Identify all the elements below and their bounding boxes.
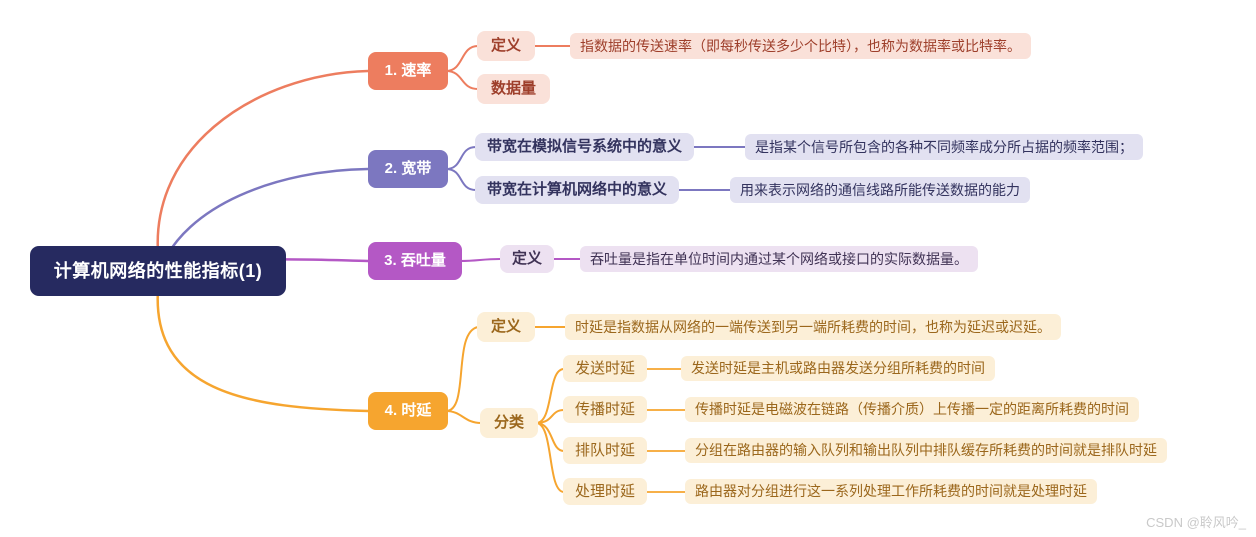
bandwidth-network-desc[interactable]: 用来表示网络的通信线路所能传送数据的能力 [730, 177, 1030, 203]
queue-delay-desc[interactable]: 分组在路由器的输入队列和输出队列中排队缓存所耗费的时间就是排队时延 [685, 438, 1167, 463]
send-delay-label[interactable]: 发送时延 [563, 355, 648, 382]
edge-category-to-queue [535, 422, 565, 452]
processing-delay-label[interactable]: 处理时延 [563, 478, 648, 505]
delay-definition-label[interactable]: 定义 [477, 312, 536, 342]
queue-delay-label[interactable]: 排队时延 [563, 437, 648, 464]
rate-dataamount-label[interactable]: 数据量 [477, 74, 551, 104]
edge-root-to-branch-4 [156, 270, 370, 413]
edge-category-to-send [535, 368, 565, 424]
edge-branch3-to-def [459, 258, 501, 262]
processing-delay-desc[interactable]: 路由器对分组进行这一系列处理工作所耗费的时间就是处理时延 [685, 479, 1097, 504]
bandwidth-analog-desc[interactable]: 是指某个信号所包含的各种不同频率成分所占据的频率范围； [745, 134, 1143, 160]
edge-branch2-to-analog [445, 146, 477, 170]
send-delay-desc[interactable]: 发送时延是主机或路由器发送分组所耗费的时间 [681, 356, 995, 381]
bandwidth-analog-label[interactable]: 带宽在模拟信号系统中的意义 [475, 133, 695, 161]
branch-node-delay[interactable]: 4. 时延 [368, 392, 448, 430]
throughput-definition-label[interactable]: 定义 [500, 245, 555, 273]
branch-node-bandwidth[interactable]: 2. 宽带 [368, 150, 448, 188]
bandwidth-network-label[interactable]: 带宽在计算机网络中的意义 [475, 176, 680, 204]
propagation-delay-desc[interactable]: 传播时延是电磁波在链路（传播介质）上传播一定的距离所耗费的时间 [685, 397, 1139, 422]
edge-root-to-branch-1 [156, 69, 370, 272]
root-node[interactable]: 计算机网络的性能指标(1) [30, 246, 286, 296]
delay-definition-desc[interactable]: 时延是指数据从网络的一端传送到另一端所耗费的时间，也称为延迟或迟延。 [565, 314, 1061, 340]
delay-category-label[interactable]: 分类 [480, 408, 539, 438]
propagation-delay-label[interactable]: 传播时延 [563, 396, 648, 423]
rate-definition-desc[interactable]: 指数据的传送速率（即每秒传送多少个比特），也称为数据率或比特率。 [570, 33, 1031, 59]
edge-branch4-to-def [445, 326, 479, 412]
edge-category-to-processing [535, 422, 565, 493]
csdn-watermark: CSDN @聆风吟_ [1146, 515, 1246, 530]
edge-branch2-to-network [445, 168, 477, 191]
throughput-definition-desc[interactable]: 吞吐量是指在单位时间内通过某个网络或接口的实际数据量。 [580, 246, 978, 272]
branch-node-rate[interactable]: 1. 速率 [368, 52, 448, 90]
edge-branch4-to-category [445, 410, 482, 424]
edge-branch1-to-dataamount [445, 70, 479, 90]
branch-node-throughput[interactable]: 3. 吞吐量 [368, 242, 462, 280]
rate-definition-label[interactable]: 定义 [477, 31, 536, 61]
edge-branch1-to-def [445, 45, 479, 72]
